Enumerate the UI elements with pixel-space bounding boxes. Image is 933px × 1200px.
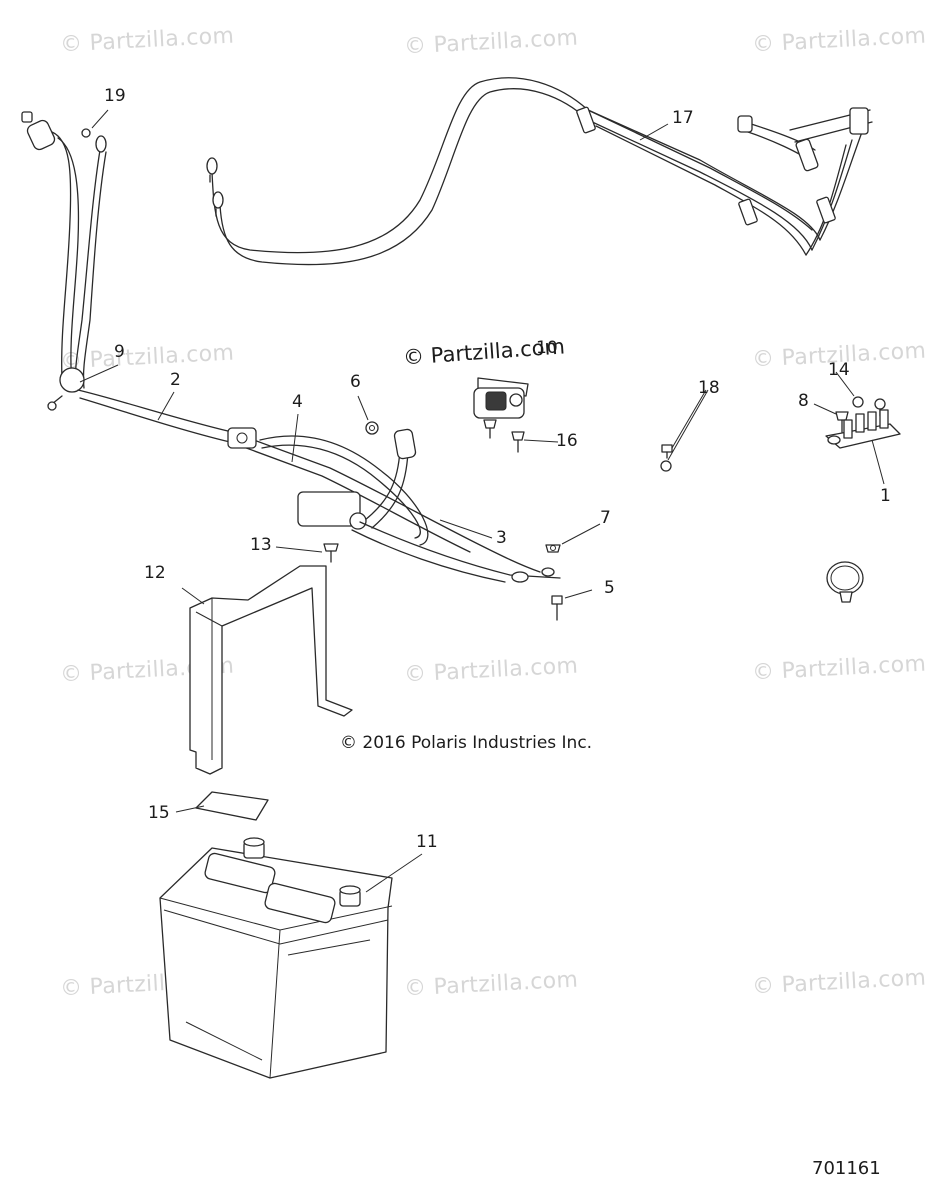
callout-6: 6 — [350, 372, 361, 392]
callout-15: 15 — [148, 803, 170, 823]
battery-11-drawing — [159, 837, 393, 1079]
callout-12: 12 — [144, 563, 166, 583]
callout-2: 2 — [170, 370, 181, 390]
harness-cable-2-drawing — [21, 111, 561, 583]
callout-19: 19 — [104, 86, 126, 106]
callout-13: 13 — [250, 535, 272, 555]
callout-11: 11 — [416, 832, 438, 852]
callout-14: 14 — [828, 360, 850, 380]
hose-clamp-drawing — [826, 561, 864, 603]
callout-9: 9 — [114, 342, 125, 362]
terminal-block-1-drawing — [825, 409, 901, 449]
drawing-number: 701161 — [812, 1158, 881, 1179]
callout-7: 7 — [600, 508, 611, 528]
battery-bracket-12-drawing — [189, 565, 353, 775]
callout-5: 5 — [604, 578, 615, 598]
callout-4: 4 — [292, 392, 303, 412]
copyright-notice: © 2016 Polaris Industries Inc. — [340, 733, 593, 753]
callout-8: 8 — [798, 391, 809, 411]
fasteners-drawing — [323, 396, 886, 621]
callout-18: 18 — [698, 378, 720, 398]
callout-10: 10 — [536, 338, 558, 358]
callout-3: 3 — [496, 528, 507, 548]
callout-16: 16 — [556, 431, 578, 451]
pad-15-drawing — [195, 791, 269, 821]
battery-cable-17-drawing — [206, 77, 873, 266]
relay-10-drawing — [473, 377, 529, 419]
callout-leaders — [79, 109, 885, 893]
callout-17: 17 — [672, 108, 694, 128]
callout-1: 1 — [880, 486, 891, 506]
